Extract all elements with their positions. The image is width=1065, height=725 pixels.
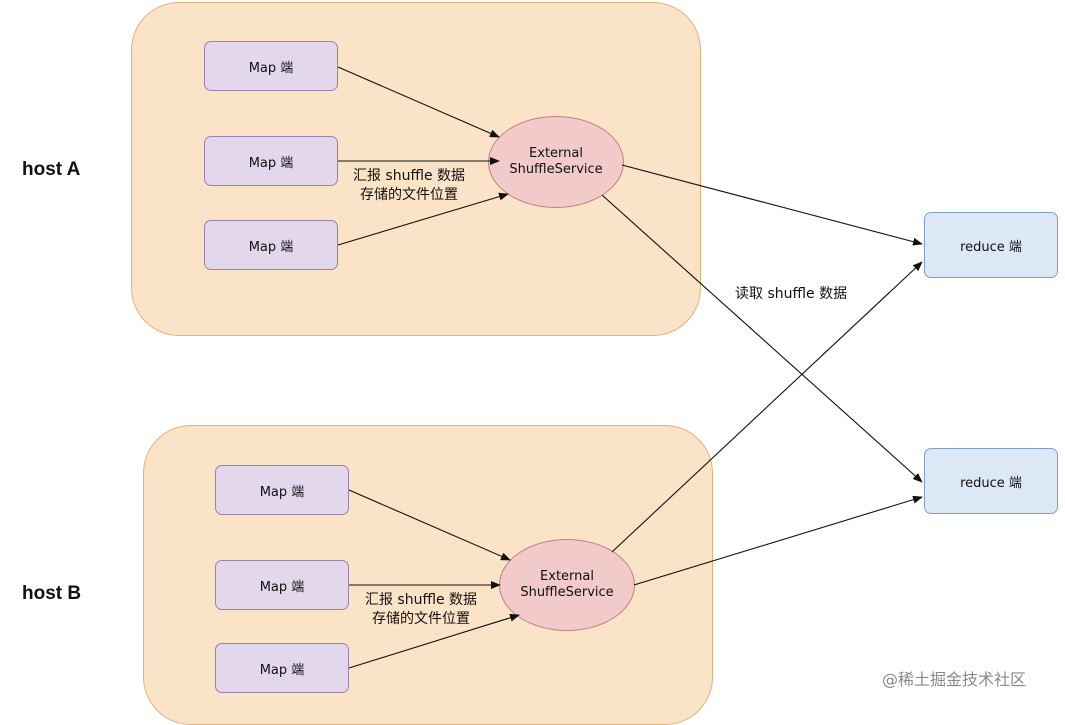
host-b-report-label: 汇报 shuffle 数据 存储的文件位置 bbox=[354, 591, 488, 629]
edge-host-a-ess-to-reduce1 bbox=[621, 164, 923, 246]
watermark: @稀土掘金技术社区 bbox=[882, 670, 1027, 689]
host-a-report-label-line2: 存储的文件位置 bbox=[360, 187, 458, 203]
host-a-map-node-3[interactable]: Map 端 bbox=[204, 220, 338, 270]
host-a-report-label-line1: 汇报 shuffle 数据 bbox=[352, 168, 466, 184]
host-a-map-node-2[interactable]: Map 端 bbox=[204, 136, 338, 186]
host-a-external-shuffle-service[interactable]: External ShuffleService bbox=[488, 116, 624, 208]
host-b-map-node-3[interactable]: Map 端 bbox=[215, 643, 349, 693]
host-a-ess-line2: ShuffleService bbox=[509, 162, 603, 177]
host-a-report-label: 汇报 shuffle 数据 存储的文件位置 bbox=[342, 167, 476, 205]
reduce-node-1[interactable]: reduce 端 bbox=[924, 212, 1058, 278]
host-a-map-node-1[interactable]: Map 端 bbox=[204, 41, 338, 91]
edges-layer bbox=[337, 66, 923, 669]
edge-host-a-map1-to-ess bbox=[337, 66, 500, 138]
edge-host-b-ess-to-reduce2 bbox=[633, 495, 923, 586]
host-b-ess-line1: External bbox=[540, 569, 594, 584]
host-b-ess-line2: ShuffleService bbox=[520, 585, 614, 600]
edge-host-a-map3-to-ess bbox=[337, 192, 509, 246]
edge-host-a-ess-to-reduce2 bbox=[601, 194, 923, 483]
read-shuffle-label: 读取 shuffle 数据 bbox=[735, 286, 848, 302]
host-b-external-shuffle-service[interactable]: External ShuffleService bbox=[499, 539, 635, 631]
host-b-label: host B bbox=[22, 583, 82, 604]
edge-host-b-map1-to-ess bbox=[348, 489, 511, 561]
host-b-map-node-2[interactable]: Map 端 bbox=[215, 560, 349, 610]
host-b-report-label-line2: 存储的文件位置 bbox=[372, 611, 470, 627]
edge-host-b-ess-to-reduce1 bbox=[611, 261, 923, 553]
reduce-node-2[interactable]: reduce 端 bbox=[924, 448, 1058, 514]
host-a-ess-line1: External bbox=[529, 146, 583, 161]
edge-host-b-map3-to-ess bbox=[348, 613, 520, 669]
host-b-report-label-line1: 汇报 shuffle 数据 bbox=[364, 592, 478, 608]
host-a-label: host A bbox=[22, 159, 81, 180]
host-b-map-node-1[interactable]: Map 端 bbox=[215, 465, 349, 515]
